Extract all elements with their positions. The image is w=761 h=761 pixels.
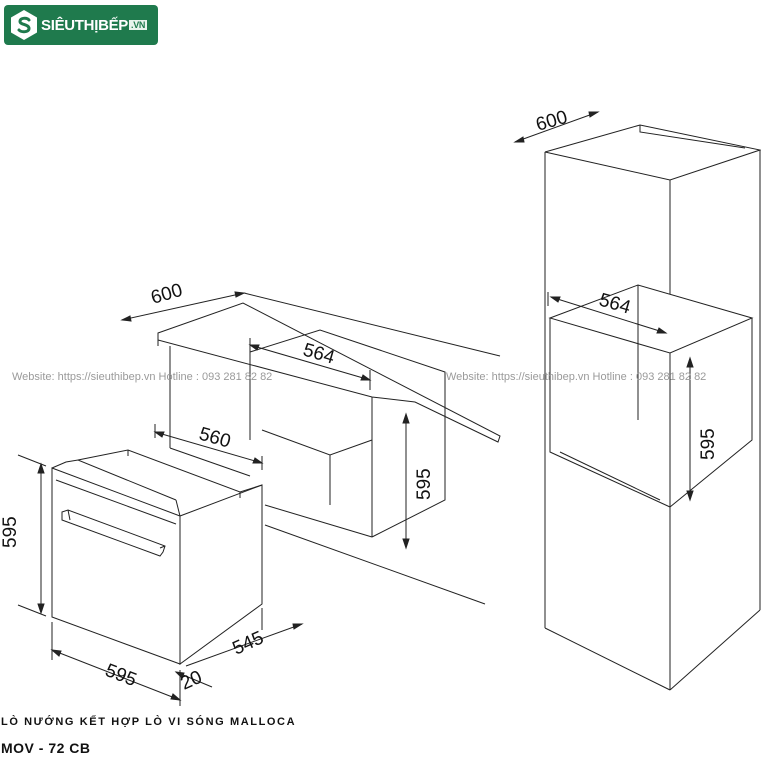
brand-logo: SIÊUTHỊBẾP.VN	[4, 5, 158, 45]
label-oven-front: 20	[177, 667, 205, 695]
dimension-labels: 595 595 545 20 560 600 564 595 600 564 5…	[0, 107, 719, 695]
watermark-left: Website: https://sieuthibep.vn Hotline :…	[12, 371, 273, 383]
logo-text: SIÊUTHỊBẾP.VN	[41, 16, 148, 34]
oven-drawing	[51, 449, 263, 665]
brand-suffix: .VN	[129, 19, 148, 30]
cabinet-tall	[544, 124, 761, 691]
label-cabinet2-height: 595	[698, 428, 719, 460]
label-oven-top-depth: 560	[197, 424, 233, 453]
logo-s-icon	[7, 8, 41, 42]
dimension-lines	[17, 111, 694, 706]
label-cabinet2-depth: 600	[534, 107, 570, 136]
label-oven-width: 595	[102, 660, 139, 691]
line-art	[51, 124, 761, 691]
watermark-right: Website: https://sieuthibep.vn Hotline :…	[446, 371, 707, 383]
label-cabinet1-depth: 600	[149, 280, 185, 309]
product-model: MOV - 72 CB	[1, 740, 91, 756]
product-title: LÒ NƯỚNG KẾT HỢP LÒ VI SÓNG MALLOCA	[1, 716, 297, 728]
brand-name: SIÊUTHỊBẾP	[41, 16, 129, 34]
label-cabinet1-height: 595	[414, 468, 435, 500]
label-oven-height: 595	[0, 516, 21, 548]
label-oven-depth: 545	[229, 627, 267, 659]
cabinet-under-counter	[157, 302, 501, 605]
